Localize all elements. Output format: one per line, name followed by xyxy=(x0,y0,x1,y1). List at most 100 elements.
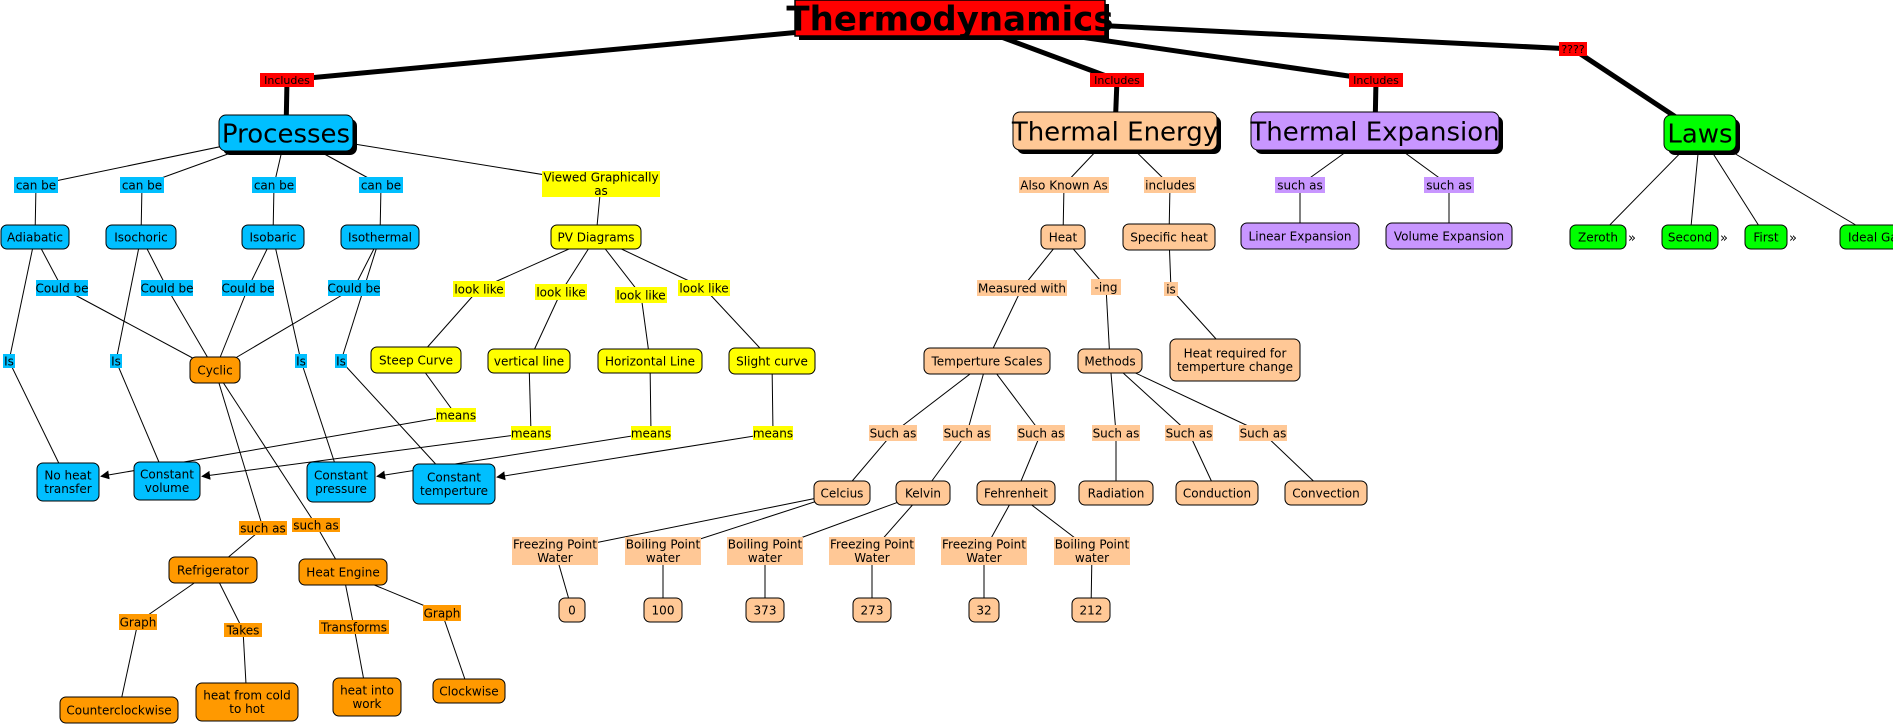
node-isobaric[interactable]: Isobaric xyxy=(241,224,305,250)
node-v0[interactable]: 0 xyxy=(558,597,586,623)
node-isochoric[interactable]: Isochoric xyxy=(105,224,177,250)
node-counterclockwise[interactable]: Counterclockwise xyxy=(59,696,179,724)
link-label-bg xyxy=(869,425,917,441)
node-label: 373 xyxy=(754,603,777,617)
link-label-sa6: Such as xyxy=(1239,425,1287,441)
node-cyclic[interactable]: Cyclic xyxy=(189,356,241,384)
node-box xyxy=(1078,480,1154,506)
node-conduction[interactable]: Conduction xyxy=(1175,480,1259,506)
linked-map-icon[interactable]: » xyxy=(1720,231,1728,246)
node-ideal-gas[interactable]: »Ideal Gas xyxy=(1839,224,1893,250)
node-isothermal[interactable]: Isothermal xyxy=(340,224,420,250)
node-temp-scales[interactable]: Temperture Scales xyxy=(923,347,1051,375)
link-label-sa3: Such as xyxy=(1017,425,1065,441)
connector-line xyxy=(340,236,381,362)
node-refrigerator[interactable]: Refrigerator xyxy=(168,556,258,584)
node-heat[interactable]: Heat xyxy=(1040,224,1086,250)
node-root[interactable]: Thermodynamics xyxy=(786,0,1114,40)
node-steep-curve[interactable]: Steep Curve xyxy=(370,346,462,374)
connector-line xyxy=(272,236,302,362)
linked-map-icon[interactable]: » xyxy=(1789,231,1797,246)
node-heat-engine[interactable]: Heat Engine xyxy=(298,558,388,586)
node-vertical-line[interactable]: vertical line xyxy=(487,348,571,374)
node-v373[interactable]: 373 xyxy=(745,597,785,623)
node-label-line: pressure xyxy=(315,482,367,496)
node-v273[interactable]: 273 xyxy=(852,597,892,623)
link-label-canbe4: can be xyxy=(359,177,403,193)
node-v100[interactable]: 100 xyxy=(643,597,683,623)
node-box xyxy=(298,558,388,586)
node-v32[interactable]: 32 xyxy=(968,597,1000,623)
link-label-suchas4: such as xyxy=(1424,177,1474,193)
node-thermal-energy[interactable]: Thermal Energy xyxy=(1011,111,1221,154)
node-pv-diagrams[interactable]: PV Diagrams xyxy=(550,224,642,250)
node-label: Horizontal Line xyxy=(605,354,695,368)
node-kelvin[interactable]: Kelvin xyxy=(895,480,951,506)
node-celcius[interactable]: Celcius xyxy=(813,480,871,506)
link-label-sa2: Such as xyxy=(943,425,991,441)
linked-map-icon[interactable]: » xyxy=(1628,231,1636,246)
link-label: Transforms xyxy=(320,620,387,634)
link-label-suchas1: such as xyxy=(239,521,287,535)
link-label-suchas3: such as xyxy=(1275,177,1325,193)
node-methods[interactable]: Methods xyxy=(1077,348,1143,374)
node-convection[interactable]: Convection xyxy=(1284,480,1368,506)
node-box xyxy=(1839,224,1893,250)
link-label-bg xyxy=(511,426,551,440)
node-radiation[interactable]: Radiation xyxy=(1078,480,1154,506)
link-label-transforms: Transforms xyxy=(319,620,389,634)
node-horizontal-line[interactable]: Horizontal Line xyxy=(597,348,703,374)
link-label-canbe2: can be xyxy=(120,177,164,193)
link-label: Could be xyxy=(140,281,193,295)
node-label-line: transfer xyxy=(44,482,91,496)
node-first[interactable]: »First xyxy=(1744,224,1797,250)
node-second[interactable]: »Second xyxy=(1661,224,1728,250)
node-laws[interactable]: Laws xyxy=(1663,114,1740,155)
node-label: Clockwise xyxy=(439,684,498,698)
link-label-look4: look like xyxy=(678,280,730,296)
node-box xyxy=(1744,224,1788,250)
node-specific-heat[interactable]: Specific heat xyxy=(1122,223,1216,251)
link-label: such as xyxy=(240,521,285,535)
link-label-line: water xyxy=(1075,551,1109,565)
node-adiabatic[interactable]: Adiabatic xyxy=(0,224,70,250)
node-fehrenheit[interactable]: Fehrenheit xyxy=(976,480,1056,506)
node-box xyxy=(643,597,683,623)
link-label-means4: means xyxy=(753,426,793,440)
link-label-line: Water xyxy=(537,551,573,565)
link-label-line: Freezing Point xyxy=(942,537,1026,551)
node-box xyxy=(59,696,179,724)
link-label-look2: look like xyxy=(535,284,587,300)
node-volume-expansion[interactable]: Volume Expansion xyxy=(1385,222,1513,250)
node-v212[interactable]: 212 xyxy=(1071,597,1111,623)
node-slight-curve[interactable]: Slight curve xyxy=(728,347,816,375)
node-box xyxy=(36,462,100,502)
link-label-bg xyxy=(678,280,730,296)
link-label: includes xyxy=(1145,178,1195,192)
link-label-bg xyxy=(1165,425,1213,441)
link-label-bg xyxy=(753,426,793,440)
connector-line xyxy=(61,287,216,371)
link-label: Could be xyxy=(221,281,274,295)
node-box xyxy=(813,480,871,506)
node-zeroth[interactable]: »Zeroth xyxy=(1569,224,1636,250)
node-box xyxy=(745,597,785,623)
node-linear-expansion[interactable]: Linear Expansion xyxy=(1240,222,1360,250)
node-box xyxy=(1250,111,1500,151)
node-thermal-expansion[interactable]: Thermal Expansion xyxy=(1249,111,1503,154)
node-box xyxy=(923,347,1051,375)
link-label-line: water xyxy=(646,551,680,565)
node-box xyxy=(976,480,1056,506)
node-processes[interactable]: Processes xyxy=(218,114,357,155)
node-clockwise[interactable]: Clockwise xyxy=(432,678,506,704)
